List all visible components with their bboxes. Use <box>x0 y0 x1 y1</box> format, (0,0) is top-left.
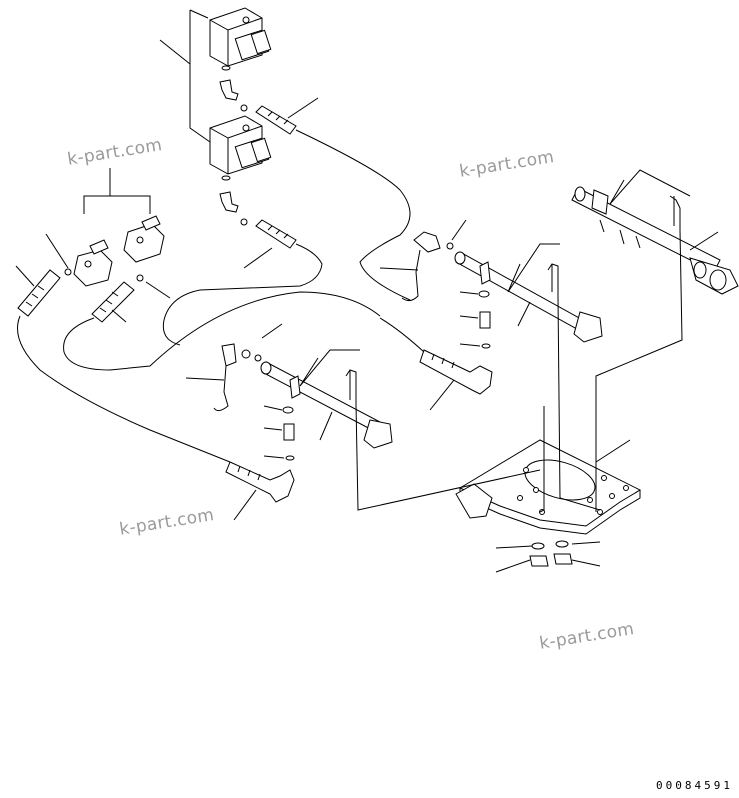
check-valve-left-b <box>123 215 165 263</box>
elbow-hose-upper-right <box>379 231 454 302</box>
hose-left-b <box>63 281 381 371</box>
o-ring-3 <box>64 268 72 276</box>
leader-bracket-left-valves <box>83 168 151 214</box>
mount-line-3 <box>595 229 683 512</box>
hose-run-mid <box>379 317 425 353</box>
leader-bracket-upper-right <box>507 243 560 327</box>
leader-left-2 <box>145 281 171 299</box>
mount-line-1 <box>355 403 541 511</box>
leader-bottom-hose <box>233 489 257 521</box>
fitting-stack-center <box>263 405 295 461</box>
tube-manifold-upper-right <box>454 251 603 343</box>
hose-left-a <box>17 269 231 463</box>
leader-left-1 <box>45 233 69 269</box>
elbow-hose-center-left <box>185 343 262 412</box>
leader-plate <box>595 439 631 463</box>
hose-middle-elbow <box>419 349 493 395</box>
elbow-fitting-upper <box>219 65 239 101</box>
washers-nuts <box>495 540 601 573</box>
o-ring-4 <box>136 274 144 282</box>
solenoid-valve-lower <box>209 115 272 175</box>
tube-manifold-far-right <box>571 186 739 295</box>
leader-hose-upper <box>287 97 319 119</box>
check-valve-left-a <box>73 239 113 287</box>
leader-left-3 <box>15 265 35 287</box>
fitting-stack-upper-right <box>459 290 491 349</box>
tube-manifold-center <box>260 361 393 449</box>
mount-line-2 <box>557 295 601 511</box>
leader-bracket-center <box>299 349 360 441</box>
hose-upper <box>255 105 411 301</box>
leader-middle-hose <box>429 379 455 411</box>
leader-left-4 <box>111 309 127 323</box>
elbow-fitting-lower <box>219 175 239 213</box>
mount-line-4 <box>539 406 545 513</box>
o-ring-2 <box>240 218 248 226</box>
o-ring-1 <box>240 104 248 112</box>
mounting-plate <box>455 439 642 535</box>
leader-hose-lower <box>243 247 273 269</box>
drawing-reference-number: 00084591 <box>656 779 733 792</box>
solenoid-valve-upper <box>209 7 272 67</box>
hose-lower <box>162 219 323 346</box>
leader-upper-right-washer <box>451 219 467 241</box>
hose-bottom-elbow <box>225 461 295 503</box>
leader-bracket-valves <box>159 9 211 143</box>
leader-center-washer <box>261 323 283 339</box>
leader-bracket-far-right <box>609 169 719 251</box>
